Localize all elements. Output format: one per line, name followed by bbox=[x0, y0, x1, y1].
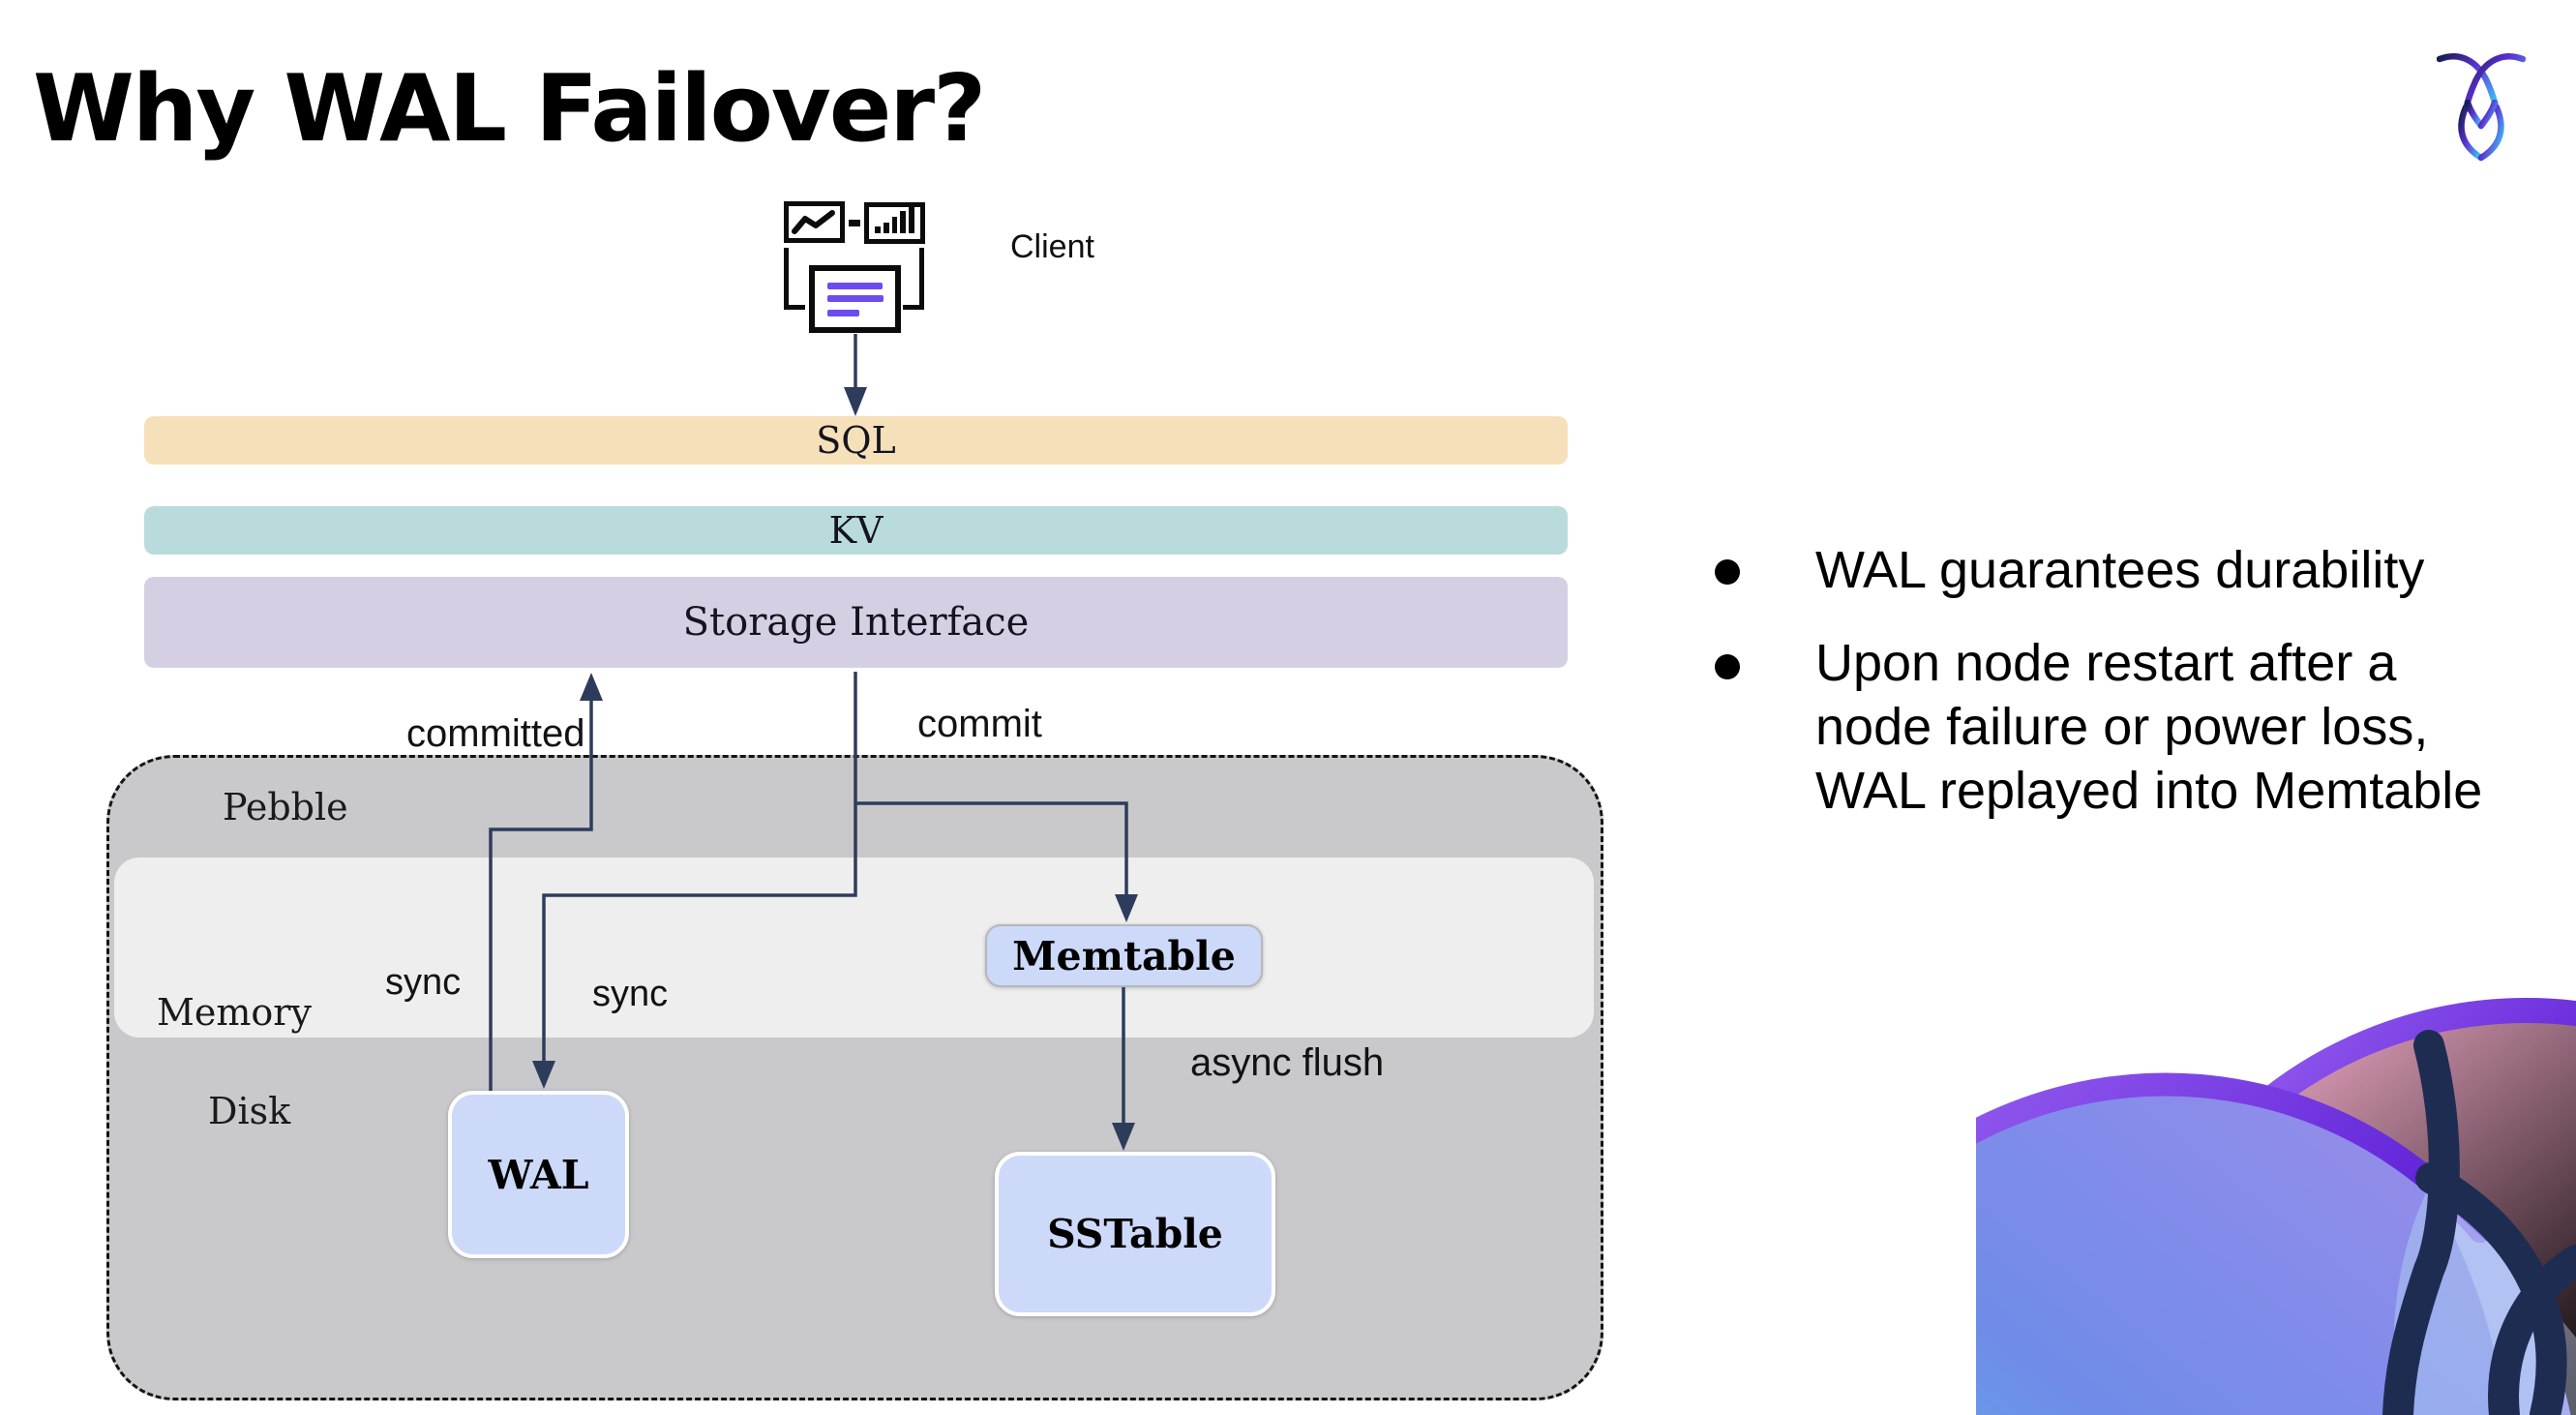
layer-storage-interface-label: Storage Interface bbox=[682, 600, 1030, 645]
right-bracket-icon bbox=[903, 248, 924, 310]
disk-label: Disk bbox=[208, 1090, 291, 1132]
edge-label-sync-right: sync bbox=[592, 974, 669, 1014]
layer-storage-interface: Storage Interface bbox=[144, 577, 1568, 668]
layer-kv-label: KV bbox=[828, 509, 884, 552]
cockroachdb-logo-icon bbox=[2437, 53, 2526, 162]
page-title: Why WAL Failover? bbox=[33, 56, 986, 163]
layer-sql-label: SQL bbox=[816, 419, 896, 462]
bullet-item: WAL guarantees durability bbox=[1815, 541, 2425, 599]
memory-region bbox=[114, 858, 1594, 1038]
memory-label: Memory bbox=[157, 991, 312, 1034]
node-wal-label: WAL bbox=[488, 1151, 589, 1198]
bar-chart-icon bbox=[864, 202, 925, 244]
edge-label-commit: commit bbox=[917, 703, 1042, 745]
document-icon bbox=[809, 265, 901, 333]
bullet-item: Upon node restart after a node failure o… bbox=[1815, 634, 2483, 820]
node-wal: WAL bbox=[448, 1091, 629, 1258]
bullet-dot bbox=[1715, 654, 1740, 679]
node-sstable: SSTable bbox=[995, 1152, 1275, 1316]
edge-label-async-flush: async flush bbox=[1190, 1041, 1385, 1084]
node-memtable: Memtable bbox=[985, 924, 1263, 987]
node-sstable-label: SSTable bbox=[1047, 1211, 1223, 1257]
line-chart-icon bbox=[784, 201, 845, 243]
edge-label-sync-left: sync bbox=[385, 962, 462, 1003]
layer-sql: SQL bbox=[144, 416, 1568, 465]
edge-label-committed: committed bbox=[406, 712, 585, 755]
left-bracket-icon bbox=[784, 248, 805, 310]
bullet-dot bbox=[1715, 559, 1740, 585]
brand-artwork bbox=[1976, 998, 2576, 1415]
icon-dash-connector bbox=[849, 220, 860, 226]
node-memtable-label: Memtable bbox=[1012, 932, 1236, 979]
client-label: Client bbox=[1010, 228, 1094, 265]
layer-kv: KV bbox=[144, 506, 1568, 555]
pebble-label: Pebble bbox=[223, 786, 348, 828]
